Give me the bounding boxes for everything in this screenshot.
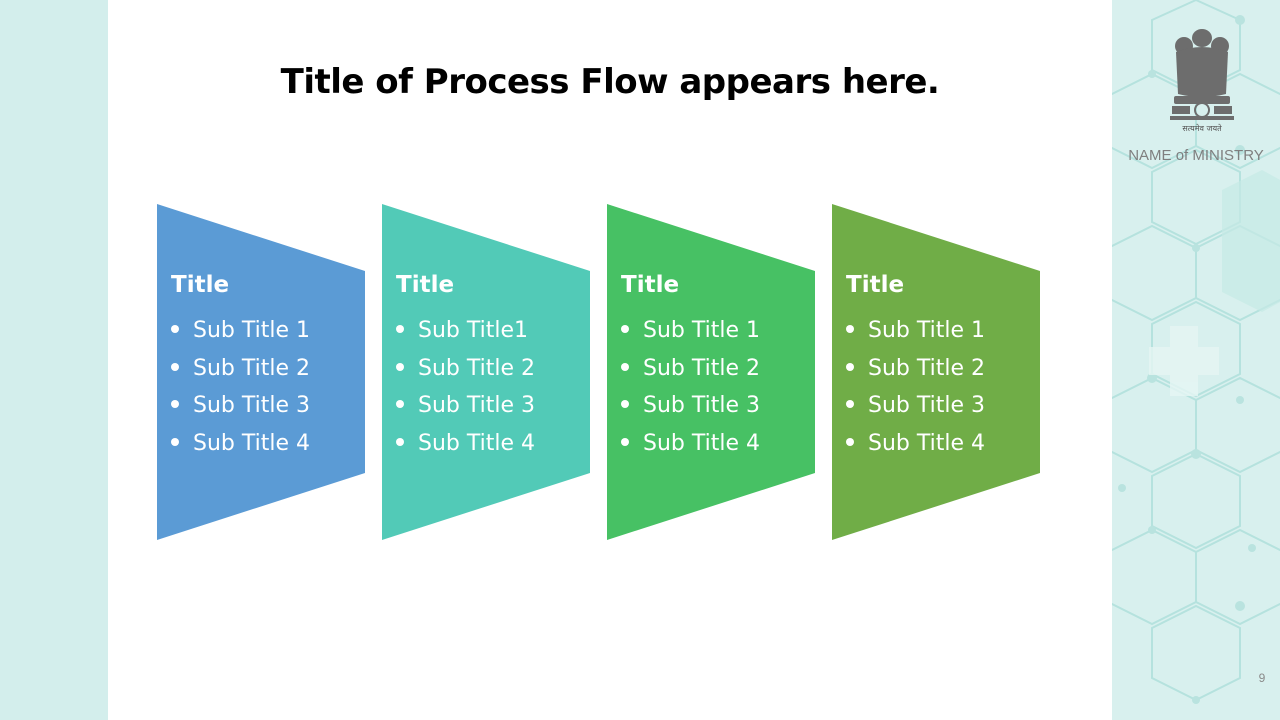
process-step-4: Title Sub Title 1 Sub Title 2 Sub Title … [832, 204, 1040, 540]
process-step-2: Title Sub Title1 Sub Title 2 Sub Title 3… [382, 204, 590, 540]
step-1-shape [157, 204, 365, 540]
bullet-icon [621, 325, 629, 333]
bullet-icon [171, 325, 179, 333]
list-item: Sub Title 1 [846, 315, 985, 353]
step-4-list: Sub Title 1 Sub Title 2 Sub Title 3 Sub … [846, 315, 985, 465]
list-item: Sub Title 2 [396, 353, 535, 391]
list-item: Sub Title 3 [396, 390, 535, 428]
list-item: Sub Title 3 [846, 390, 985, 428]
step-4-shape [832, 204, 1040, 540]
step-4-title: Title [846, 272, 905, 298]
step-2-shape [382, 204, 590, 540]
process-step-1: Title Sub Title 1 Sub Title 2 Sub Title … [157, 204, 365, 540]
bullet-icon [621, 362, 629, 371]
bullet-icon [171, 400, 179, 408]
left-decorative-band [0, 0, 108, 720]
list-item: Sub Title 2 [171, 353, 310, 391]
emblem-motto: सत्यमेव जयते [1182, 123, 1222, 133]
bullet-icon [846, 400, 854, 408]
step-3-title: Title [621, 272, 680, 298]
bullet-icon [621, 400, 629, 408]
list-item: Sub Title 3 [621, 390, 760, 428]
step-1-list: Sub Title 1 Sub Title 2 Sub Title 3 Sub … [171, 315, 310, 465]
step-3-shape [607, 204, 815, 540]
hexagon-pattern [1112, 0, 1280, 704]
page-number: 9 [1258, 671, 1266, 685]
list-item: Sub Title 2 [621, 353, 760, 391]
step-1-title: Title [171, 272, 230, 298]
list-item: Sub Title 2 [846, 353, 985, 391]
step-4-trapezoid [832, 204, 1040, 540]
list-item: Sub Title 4 [621, 428, 760, 466]
bullet-icon [396, 325, 404, 333]
ministry-name: NAME of MINISTRY [1128, 147, 1264, 164]
list-item: Sub Title 4 [396, 428, 535, 466]
list-item: Sub Title 4 [846, 428, 985, 466]
national-emblem-icon: सत्यमेव जयते [1170, 29, 1234, 133]
list-item: Sub Title 4 [171, 428, 310, 466]
step-2-trapezoid [382, 204, 590, 540]
step-2-title: Title [396, 272, 455, 298]
slide-title: Title of Process Flow appears here. [280, 62, 940, 102]
list-item: Sub Title 1 [171, 315, 310, 353]
bullet-icon [171, 362, 179, 371]
bullet-icon [396, 400, 404, 408]
bullet-icon [621, 437, 629, 446]
bullet-icon [846, 362, 854, 371]
step-1-trapezoid [157, 204, 365, 540]
list-item: Sub Title1 [396, 315, 535, 353]
list-item: Sub Title 1 [621, 315, 760, 353]
step-3-list: Sub Title 1 Sub Title 2 Sub Title 3 Sub … [621, 315, 760, 465]
step-2-list: Sub Title1 Sub Title 2 Sub Title 3 Sub T… [396, 315, 535, 465]
bullet-icon [846, 437, 854, 446]
bullet-icon [396, 437, 404, 446]
bullet-icon [171, 437, 179, 446]
bullet-icon [396, 362, 404, 371]
list-item: Sub Title 3 [171, 390, 310, 428]
step-3-trapezoid [607, 204, 815, 540]
process-step-3: Title Sub Title 1 Sub Title 2 Sub Title … [607, 204, 815, 540]
bullet-icon [846, 325, 854, 333]
